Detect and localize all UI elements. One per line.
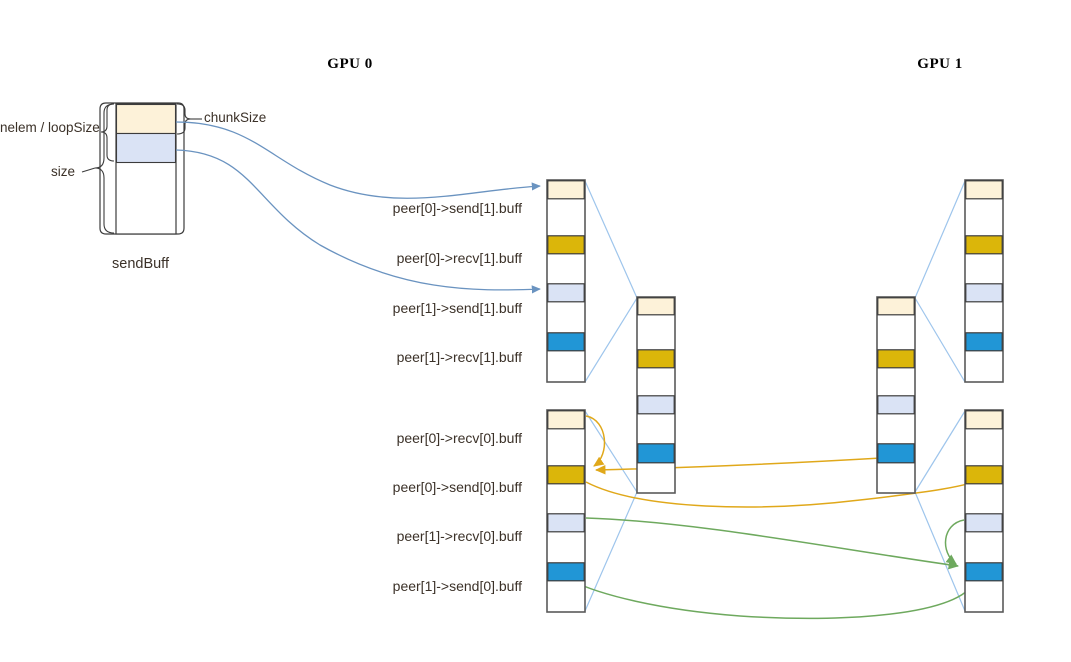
buffer-columns [546, 179, 1004, 613]
buffer-band-cream [547, 180, 585, 200]
buffer-band-light-blue [965, 513, 1003, 533]
peer-label-send0-1: peer[1]->send[0].buff [392, 578, 522, 594]
peer-label-recv1-0: peer[0]->recv[1].buff [396, 250, 522, 266]
buffer-band-cream [547, 410, 585, 430]
peer-label-recv0-1: peer[1]->recv[0].buff [396, 528, 522, 544]
buffer-body [546, 409, 586, 613]
buffer-body [964, 179, 1004, 383]
buffer-body [546, 179, 586, 383]
buffer-body [636, 296, 676, 494]
buffer-band-light-blue [965, 283, 1003, 303]
nelem-loopsize-label: nelem / loopSize [0, 120, 100, 135]
buffer-band-gold [637, 349, 675, 369]
buffer-band-cream [877, 297, 915, 316]
buffer-column-gpu0-outer-bottom [546, 409, 586, 613]
gpu0-title: GPU 0 [327, 56, 373, 72]
size-label: size [50, 164, 75, 179]
sendbuff-caption: sendBuff [112, 256, 169, 272]
buffer-band-gold [965, 235, 1003, 255]
buffer-band-gold [877, 349, 915, 369]
peer-label-send0-0: peer[0]->send[0].buff [392, 479, 522, 495]
buffer-band-bright-blue [877, 443, 915, 464]
connector-lines-right [914, 180, 966, 612]
buffer-band-light-blue [877, 395, 915, 415]
buffer-column-gpu1-outer-bottom [964, 409, 1004, 613]
buffer-body [964, 409, 1004, 613]
buffer-band-bright-blue [637, 443, 675, 464]
sendbuff-group [81, 102, 202, 235]
peer-label-recv0-0: peer[0]->recv[0].buff [396, 430, 522, 446]
buffer-band-cream [965, 410, 1003, 430]
buffer-band-cream [637, 297, 675, 316]
buffer-column-gpu1-outer-top [964, 179, 1004, 383]
buffer-band-gold [965, 465, 1003, 485]
buffer-band-bright-blue [965, 332, 1003, 352]
gold-arrows [585, 415, 985, 508]
buffer-column-gpu1-inner-top [876, 296, 916, 494]
buffer-column-gpu0-inner-mid [636, 296, 676, 494]
buffer-band-bright-blue [547, 562, 585, 582]
green-arrows [569, 517, 976, 620]
buffer-band-bright-blue [547, 332, 585, 352]
peer-label-recv1-1: peer[1]->recv[1].buff [396, 349, 522, 365]
buffer-band-bright-blue [965, 562, 1003, 582]
buffer-band-gold [547, 465, 585, 485]
buffer-band-light-blue [547, 283, 585, 303]
buffer-band-cream [965, 180, 1003, 200]
connector-lines-left [584, 180, 638, 612]
chunksize-label: chunkSize [204, 110, 267, 125]
buffer-body [876, 296, 916, 494]
peer-label-send1-1: peer[1]->send[1].buff [392, 300, 522, 316]
buffer-band-light-blue [637, 395, 675, 415]
buffer-band-gold [547, 235, 585, 255]
buffer-band-light-blue [547, 513, 585, 533]
buffer-column-gpu0-outer-top [546, 179, 586, 383]
sendbuff-flow-curves [175, 121, 541, 294]
gpu1-title: GPU 1 [917, 56, 963, 72]
peer-label-send1-0: peer[0]->send[1].buff [392, 200, 522, 216]
